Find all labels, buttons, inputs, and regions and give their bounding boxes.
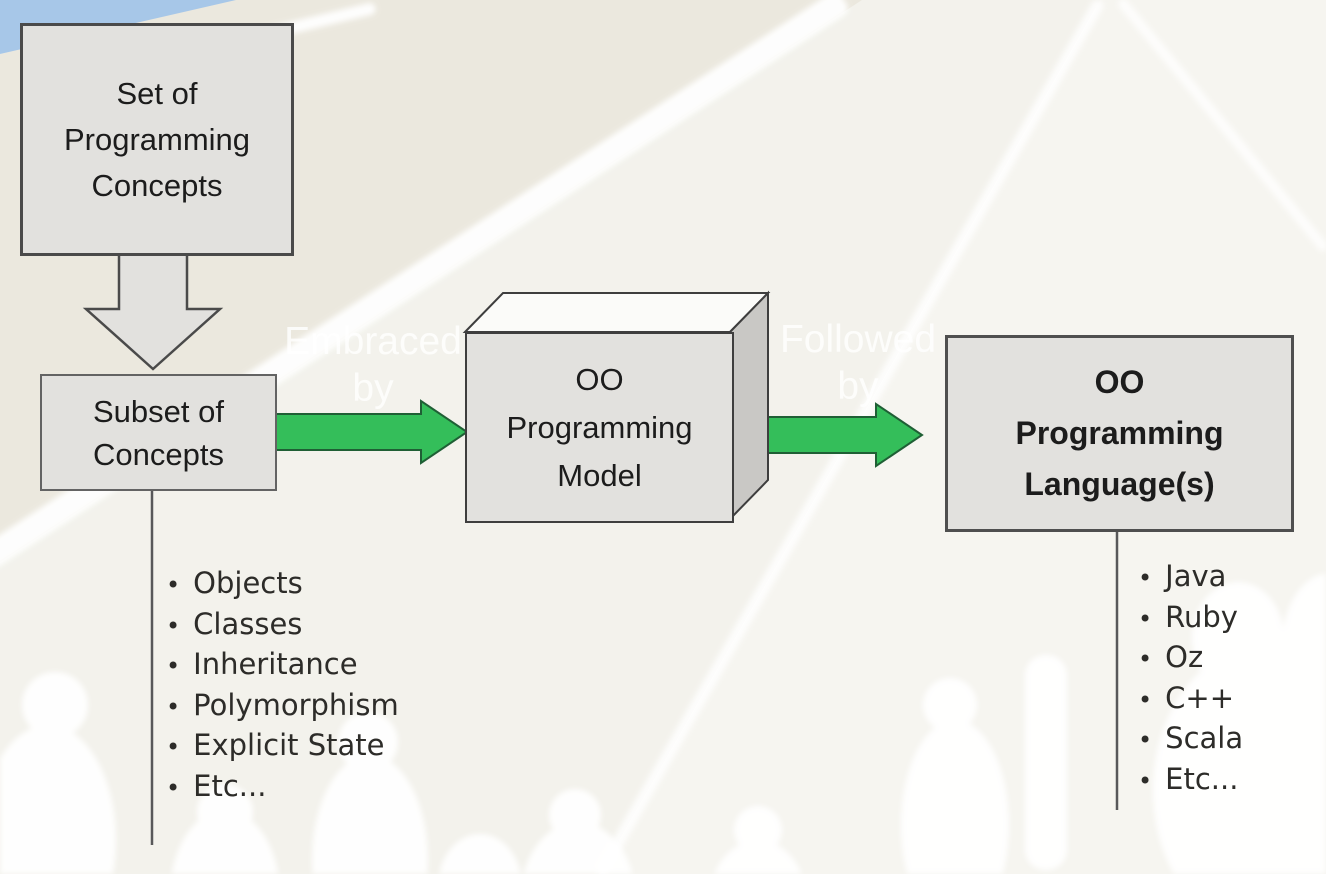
list-item-label: Objects (193, 566, 303, 600)
list-item: • Classes (166, 607, 399, 648)
list-item: • Explicit State (166, 728, 399, 769)
list-item-label: Classes (193, 606, 303, 641)
followed-by-caption: Followed by (779, 318, 937, 408)
subset-of-concepts-box: Subset of Concepts (40, 374, 277, 491)
set-of-programming-concepts-box: Set of Programming Concepts (20, 23, 294, 256)
oo-programming-model-box: OO Programming Model (465, 332, 734, 523)
bullet-icon: • (1138, 766, 1153, 795)
bullet-icon: • (1138, 564, 1153, 592)
bullet-icon: • (1138, 726, 1153, 754)
down-block-arrow (82, 247, 224, 371)
bullet-icon: • (166, 773, 181, 802)
bullet-icon: • (166, 652, 181, 680)
bullet-icon: • (1138, 645, 1153, 673)
list-item-label: Ruby (1165, 599, 1238, 634)
oo-programming-languages-box: OO Programming Language(s) (945, 335, 1294, 532)
embraced-by-arrow (275, 399, 469, 465)
list-item-label: C++ (1165, 680, 1235, 715)
list-item: • Objects (166, 566, 399, 607)
concepts-bullet-list: • Objects • Classes • Inheritance • Polymorphis… (166, 566, 399, 809)
list-item-label: Inheritance (193, 647, 358, 681)
list-item: • Oz (1138, 640, 1243, 681)
followed-by-arrow (744, 402, 924, 468)
list-item: • Polymorphism (166, 688, 399, 729)
bullet-icon: • (1138, 685, 1153, 714)
list-item-label: Java (1165, 559, 1227, 593)
oo-programming-model-label: OO Programming Model (506, 361, 693, 493)
list-item-label: Explicit State (193, 728, 385, 762)
embraced-by-caption: Embraced by (284, 320, 462, 410)
set-of-programming-concepts-label: Set of Programming Concepts (63, 75, 251, 203)
oo-programming-languages-label: OO Programming Language(s) (1015, 364, 1224, 502)
list-item-label: Oz (1165, 640, 1204, 674)
bullet-icon: • (166, 611, 181, 640)
model-box-top-face (462, 292, 771, 333)
list-item: • C++ (1138, 681, 1243, 722)
list-item: • Etc... (1138, 762, 1243, 803)
subset-of-concepts-label: Subset of Concepts (93, 393, 224, 472)
list-item: • Etc... (166, 769, 399, 810)
list-item-label: Etc... (1165, 761, 1239, 796)
list-item: • Ruby (1138, 600, 1243, 641)
list-item-label: Etc... (193, 768, 267, 803)
bullet-icon: • (1138, 604, 1153, 633)
languages-bullet-list: • Java • Ruby • Oz • C++ • Scala • Etc... (1138, 559, 1243, 802)
list-item-label: Scala (1165, 721, 1244, 755)
list-item-label: Polymorphism (193, 687, 399, 722)
bullet-icon: • (166, 733, 181, 761)
list-item: • Java (1138, 559, 1243, 600)
bullet-icon: • (166, 571, 181, 599)
bullet-icon: • (166, 692, 181, 721)
list-item: • Inheritance (166, 647, 399, 688)
list-item: • Scala (1138, 721, 1243, 762)
